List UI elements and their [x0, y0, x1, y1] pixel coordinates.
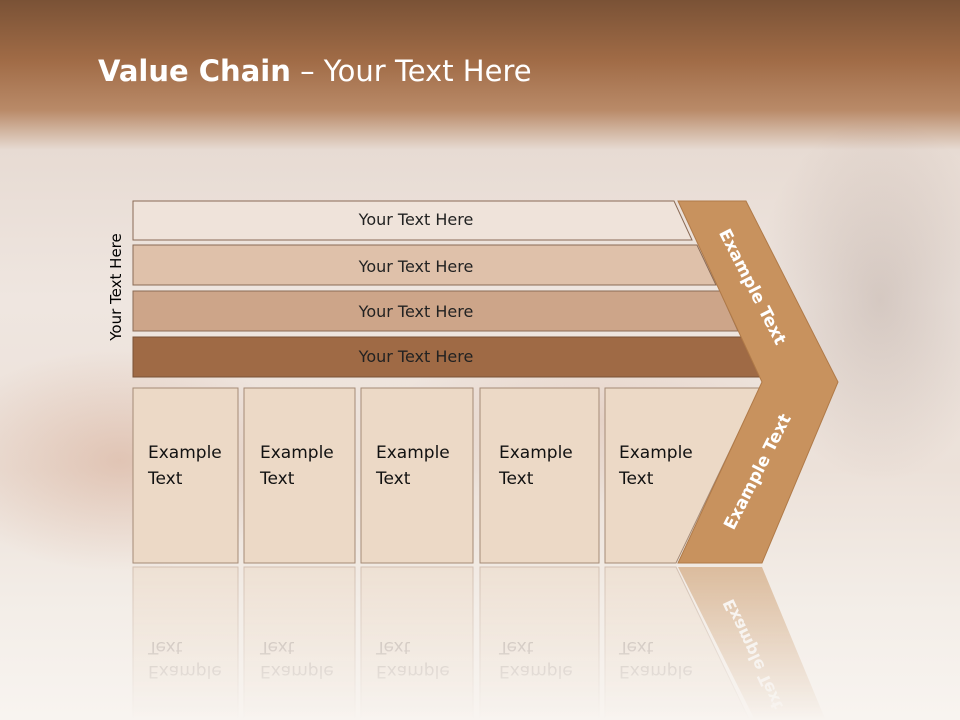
- title-bold: Value Chain: [98, 54, 291, 88]
- reflection-text-2a: Example: [260, 661, 334, 681]
- row-4-label: Your Text Here: [358, 347, 474, 366]
- column-3-line2: Text: [375, 469, 411, 489]
- column-4-line1: Example: [499, 443, 573, 463]
- reflection-text-1a: Example: [148, 661, 222, 681]
- reflection: Example Text Example Text Example Text E…: [132, 566, 826, 720]
- column-1-line1: Example: [148, 443, 222, 463]
- reflection-text-2b: Text: [259, 637, 295, 657]
- column-2: [243, 387, 356, 564]
- reflection-text-5b: Text: [618, 637, 654, 657]
- reflection-column-3: [360, 566, 474, 720]
- column-5-line2: Text: [618, 469, 654, 489]
- row-2-label: Your Text Here: [358, 257, 474, 276]
- column-4: [479, 387, 600, 564]
- page-title: Value Chain – Your Text Here: [98, 54, 532, 88]
- column-3: [360, 387, 474, 564]
- column-4-line2: Text: [498, 469, 534, 489]
- reflection-column-2: [243, 566, 356, 720]
- row-3-label: Your Text Here: [358, 302, 474, 321]
- column-5-line1: Example: [619, 443, 693, 463]
- column-1-line2: Text: [147, 469, 183, 489]
- reflection-column-4: [479, 566, 600, 720]
- row-1-label: Your Text Here: [358, 210, 474, 229]
- margin-chevron: [677, 200, 839, 564]
- column-2-line2: Text: [259, 469, 295, 489]
- row-2: [132, 244, 717, 286]
- reflection-text-5a: Example: [619, 661, 693, 681]
- reflection-text-3a: Example: [376, 661, 450, 681]
- row-1: [132, 200, 693, 241]
- reflection-column-5: [604, 566, 750, 720]
- reflection-text-3b: Text: [375, 637, 411, 657]
- column-3-line1: Example: [376, 443, 450, 463]
- reflection-text-4a: Example: [499, 661, 573, 681]
- reflection-column-1: [132, 566, 239, 720]
- column-5: [604, 387, 761, 564]
- title-rest: – Your Text Here: [290, 54, 532, 88]
- reflection-text-4b: Text: [498, 637, 534, 657]
- reflection-chevron: [678, 567, 826, 720]
- reflection-text-1b: Text: [147, 637, 183, 657]
- column-2-line1: Example: [260, 443, 334, 463]
- column-1: [132, 387, 239, 564]
